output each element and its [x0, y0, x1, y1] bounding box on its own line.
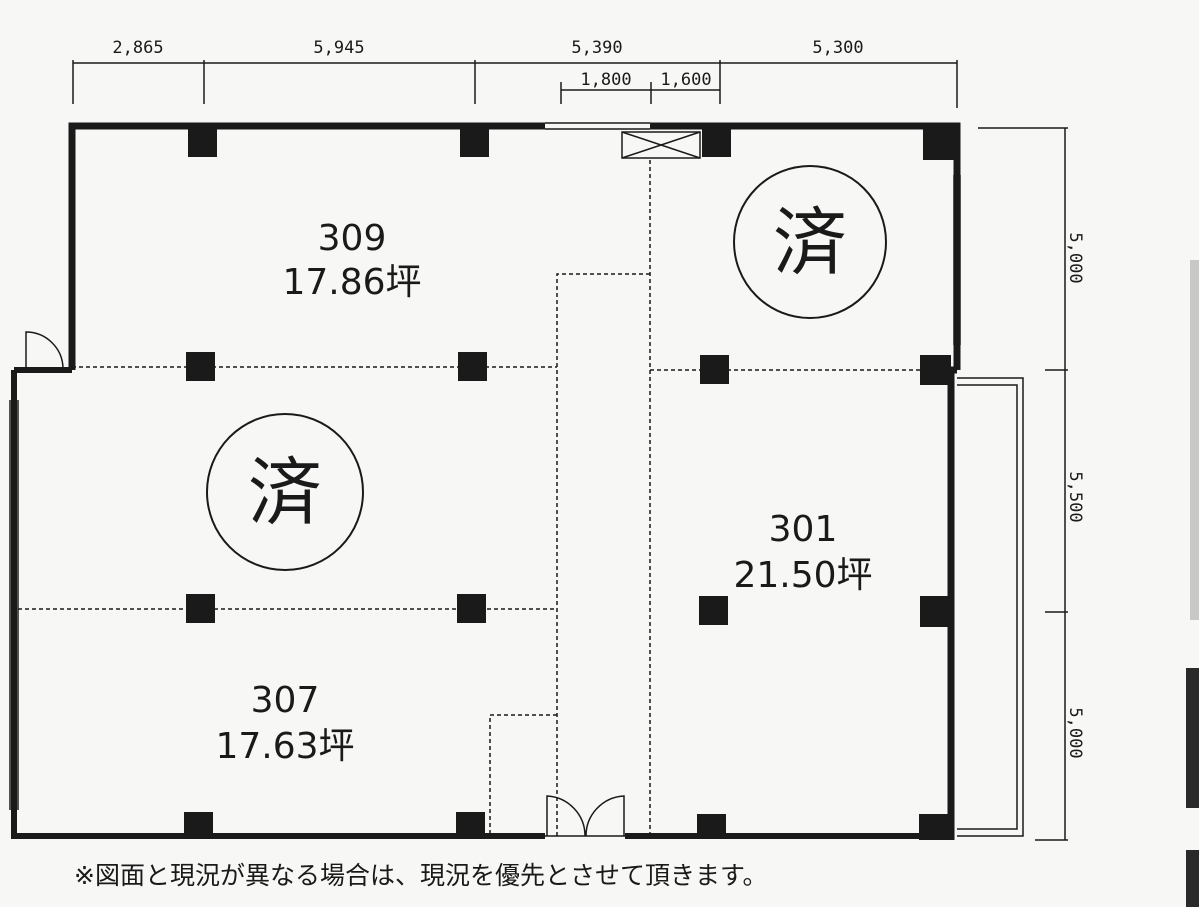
room-309-area: 17.86坪 — [282, 262, 421, 303]
windows — [9, 122, 961, 810]
stamp-contracted-1: 済 — [733, 165, 887, 319]
stamp-2-text: 済 — [248, 450, 322, 536]
room-309: 309 17.86坪 — [282, 218, 421, 303]
entrance-door — [545, 795, 625, 837]
dim-top-4: 5,300 — [812, 38, 863, 58]
room-307: 307 17.63坪 — [215, 680, 354, 767]
stamp-1-text: 済 — [773, 200, 847, 286]
room-307-number: 307 — [251, 680, 320, 721]
stamp-contracted-2: 済 — [206, 413, 364, 571]
dim-top-1: 2,865 — [112, 38, 163, 58]
dim-right-2: 5,500 — [1065, 471, 1085, 522]
right-dimension-lines — [978, 127, 1068, 841]
right-dimension-labels: 5,000 5,500 5,000 — [1065, 232, 1085, 758]
columns — [184, 126, 957, 840]
room-301-number: 301 — [769, 509, 838, 550]
dim-top-2: 5,945 — [313, 38, 364, 58]
dim-top-3: 5,390 — [571, 38, 622, 58]
shaft-box — [621, 131, 701, 159]
dim-right-3: 5,000 — [1065, 707, 1085, 758]
top-dimension-lines — [72, 60, 958, 108]
dim-sub-1: 1,800 — [580, 70, 631, 90]
dim-sub-2: 1,600 — [660, 70, 711, 90]
room-309-number: 309 — [318, 218, 387, 259]
footnote: ※図面と現況が異なる場合は、現況を優先とさせて頂きます。 — [74, 861, 767, 890]
room-307-area: 17.63坪 — [215, 726, 354, 767]
room-301-area: 21.50坪 — [733, 555, 872, 596]
margin-bars — [1186, 260, 1199, 907]
dim-right-1: 5,000 — [1065, 232, 1085, 283]
left-door — [25, 331, 64, 371]
room-301: 301 21.50坪 — [733, 509, 872, 596]
top-dimension-labels: 2,865 5,945 5,390 5,300 1,800 1,600 — [112, 38, 863, 90]
balcony — [957, 377, 1024, 837]
